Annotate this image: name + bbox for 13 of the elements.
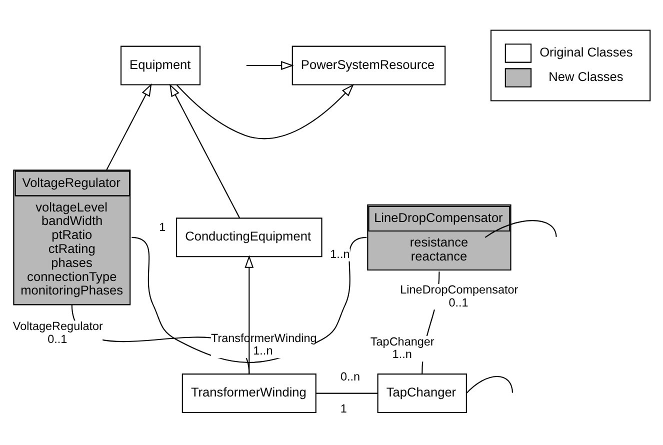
label: 1..n bbox=[253, 344, 273, 358]
label: 0..1 bbox=[448, 296, 468, 309]
label: VoltageRegulator bbox=[12, 320, 103, 333]
label: 1 bbox=[159, 220, 166, 234]
label: LineDropCompensator bbox=[400, 282, 518, 296]
legend-label: Original Classes bbox=[540, 44, 633, 60]
legend-label: New Classes bbox=[548, 68, 624, 84]
label: 0..1 bbox=[48, 332, 68, 346]
label: TapChanger bbox=[370, 334, 434, 348]
label: 0..n bbox=[340, 370, 360, 383]
label: 1..n bbox=[330, 247, 350, 260]
label: 1 bbox=[340, 402, 347, 415]
label: 1..n bbox=[392, 348, 412, 361]
